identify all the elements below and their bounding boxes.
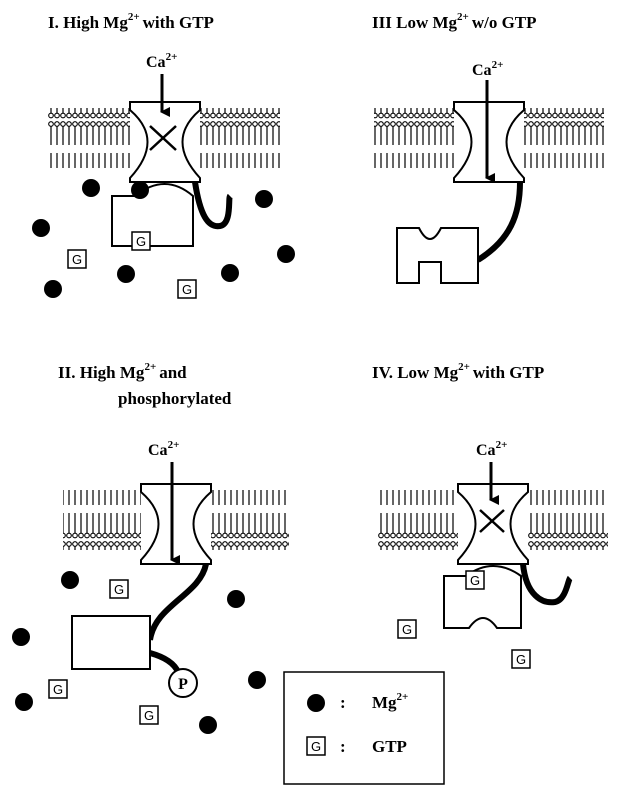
sensor-domain	[112, 184, 193, 246]
ion-channel	[454, 102, 524, 182]
mg-ion	[221, 264, 239, 282]
mg-ion	[12, 628, 30, 646]
mg-ion	[32, 219, 50, 237]
panel-3: III Low Mg2+w/o GTP Ca2+	[372, 11, 604, 283]
mg-ion	[199, 716, 217, 734]
ion-label: Ca2+	[146, 51, 177, 71]
membrane-bilayer	[200, 108, 280, 168]
svg-text:Ca2+: Ca2+	[472, 59, 503, 79]
svg-text:Ca2+: Ca2+	[476, 439, 507, 459]
svg-text::: :	[340, 737, 346, 756]
mg-ion	[61, 571, 79, 589]
svg-text:G: G	[114, 582, 124, 597]
panel-4-title: IV. Low Mg2+with GTP	[372, 361, 544, 382]
svg-text:G: G	[516, 652, 526, 667]
svg-text:Ca2+: Ca2+	[146, 51, 177, 71]
ion-label: Ca2+	[148, 439, 179, 459]
channel-tail	[150, 564, 206, 640]
sensor-domain	[72, 616, 150, 669]
gtp-marker: G	[140, 706, 158, 724]
svg-text:Ca2+: Ca2+	[148, 439, 179, 459]
svg-text::: :	[340, 693, 346, 712]
panel-1-title: I. High Mg2+with GTP	[48, 11, 214, 32]
mg-ion	[131, 181, 149, 199]
svg-text:G: G	[182, 282, 192, 297]
ion-channel	[130, 102, 200, 182]
svg-text:G: G	[470, 573, 480, 588]
channel-tail	[523, 564, 570, 602]
membrane-bilayer	[211, 490, 289, 550]
svg-text:G: G	[53, 682, 63, 697]
svg-text:G: G	[136, 234, 146, 249]
gtp-marker: G	[132, 232, 150, 250]
sensor-domain	[397, 228, 478, 283]
svg-text:GTP: GTP	[372, 737, 407, 756]
membrane-bilayer	[378, 490, 458, 550]
mg-ion	[82, 179, 100, 197]
mg-ion	[255, 190, 273, 208]
mg-ion	[117, 265, 135, 283]
ion-label: Ca2+	[476, 439, 507, 459]
panel-1: I. High Mg2+with GTP Ca2+ G G G	[32, 11, 295, 298]
mg-ion	[44, 280, 62, 298]
mg-ion	[307, 694, 325, 712]
panel-4: IV. Low Mg2+with GTP Ca2+ G G G	[372, 361, 608, 668]
channel-tail	[478, 182, 520, 260]
membrane-bilayer	[48, 108, 130, 168]
panel-2-title: II. High Mg2+and	[58, 361, 187, 382]
gtp-marker: G	[68, 250, 86, 268]
gtp-marker: G	[512, 650, 530, 668]
membrane-bilayer	[524, 108, 604, 168]
mg-ion	[248, 671, 266, 689]
gtp-marker: G	[49, 680, 67, 698]
svg-text:G: G	[311, 739, 321, 754]
gtp-marker: G	[398, 620, 416, 638]
panel-2-title-line2: phosphorylated	[118, 389, 232, 408]
membrane-bilayer	[63, 490, 141, 550]
ion-label: Ca2+	[472, 59, 503, 79]
ion-channel	[458, 484, 528, 564]
phospho-linker	[150, 653, 178, 672]
legend-box	[284, 672, 444, 784]
gtp-marker: G	[466, 571, 484, 589]
gtp-marker: G	[110, 580, 128, 598]
membrane-bilayer	[528, 490, 608, 550]
mg-ion	[15, 693, 33, 711]
svg-text:G: G	[72, 252, 82, 267]
svg-text:G: G	[402, 622, 412, 637]
svg-text:P: P	[178, 676, 188, 693]
ion-channel	[141, 484, 211, 564]
membrane-bilayer	[374, 108, 454, 168]
svg-text:G: G	[144, 708, 154, 723]
gtp-marker: G	[178, 280, 196, 298]
panel-3-title: III Low Mg2+w/o GTP	[372, 11, 537, 32]
panel-2: II. High Mg2+and phosphorylated Ca2+ P G…	[12, 361, 289, 734]
mg-ion	[227, 590, 245, 608]
legend: : Mg2+ G : GTP	[284, 672, 444, 784]
mg-ion	[277, 245, 295, 263]
phosphate-group: P	[169, 669, 197, 697]
gtp-marker: G	[307, 737, 325, 755]
channel-tail	[195, 182, 230, 226]
